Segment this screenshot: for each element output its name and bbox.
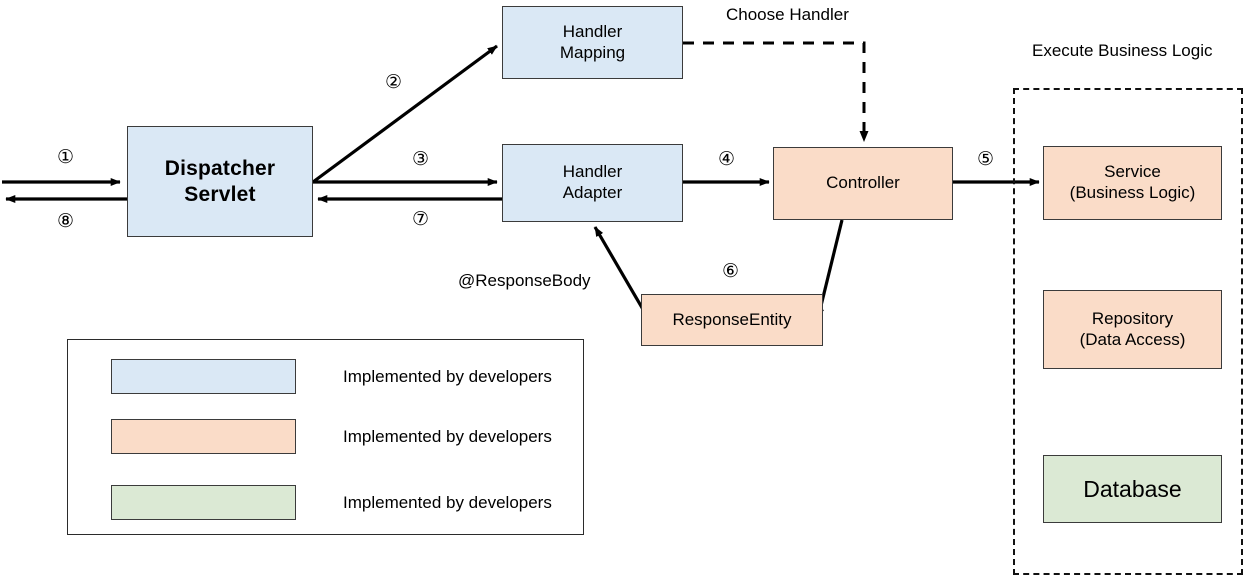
legend-swatch-orange	[111, 419, 296, 454]
step-number-5: ⑤	[977, 149, 995, 170]
legend-label-blue: Implemented by developers	[343, 366, 552, 386]
node-handler-adapter[interactable]: Handler Adapter	[502, 144, 683, 222]
node-service[interactable]: Service (Business Logic)	[1043, 146, 1222, 220]
step-number-4: ④	[718, 149, 736, 170]
step-number-6: ⑥	[722, 261, 740, 282]
execute-business-logic-label: Execute Business Logic	[1032, 41, 1213, 60]
legend-item-blue: Implemented by developers	[111, 359, 552, 394]
step-number-3: ③	[412, 149, 430, 170]
legend-swatch-green	[111, 485, 296, 520]
legend-swatch-blue	[111, 359, 296, 394]
node-response-entity[interactable]: ResponseEntity	[641, 294, 823, 346]
node-repository[interactable]: Repository (Data Access)	[1043, 290, 1222, 369]
legend-label-green: Implemented by developers	[343, 492, 552, 512]
legend-item-green: Implemented by developers	[111, 485, 552, 520]
node-database[interactable]: Database	[1043, 455, 1222, 523]
node-dispatcher-servlet[interactable]: Dispatcher Servlet	[127, 126, 313, 237]
arrow-dispatcher-to-handler-mapping	[312, 44, 498, 184]
step-number-1: ①	[57, 147, 75, 168]
choose-handler-label: Choose Handler	[726, 5, 849, 24]
node-handler-mapping[interactable]: Handler Mapping	[502, 6, 683, 79]
step-number-8: ⑧	[57, 211, 75, 232]
response-body-label: @ResponseBody	[458, 271, 591, 290]
dashed-arrow-choose-handler	[683, 41, 869, 142]
legend-label-orange: Implemented by developers	[343, 426, 552, 446]
execute-business-logic-group	[1013, 88, 1243, 575]
legend-item-orange: Implemented by developers	[111, 419, 552, 454]
node-controller[interactable]: Controller	[773, 147, 953, 220]
step-number-7: ⑦	[412, 209, 430, 230]
step-number-2: ②	[385, 72, 403, 93]
